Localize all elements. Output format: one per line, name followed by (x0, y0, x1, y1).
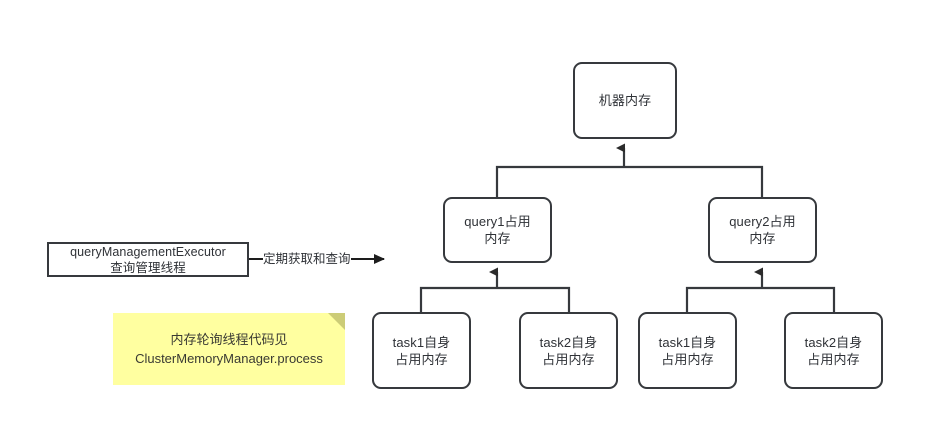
sticky-note-text: 内存轮询线程代码见 ClusterMemoryManager.process (135, 332, 323, 366)
edge-tasks-to-query1 (419, 267, 571, 312)
node-query2-task2[interactable]: task2自身 占用内存 (784, 312, 883, 389)
node-query2-task2-label: task2自身 占用内存 (804, 334, 863, 367)
edge-label-periodic-fetch-query: 定期获取和查询 (263, 252, 351, 266)
edge-tasks-to-query2 (685, 267, 836, 312)
node-query1-memory[interactable]: query1占用 内存 (443, 197, 552, 263)
node-query2-task1-label: task1自身 占用内存 (658, 334, 717, 367)
node-query2-memory-label: query2占用 内存 (729, 214, 796, 246)
node-query-management-executor[interactable]: queryManagementExecutor 查询管理线程 (47, 242, 249, 277)
node-query-management-executor-label: queryManagementExecutor 查询管理线程 (70, 244, 226, 275)
note-fold-corner-icon (328, 313, 345, 330)
node-machine-memory-label: 机器内存 (598, 93, 652, 108)
node-query1-memory-label: query1占用 内存 (464, 214, 531, 246)
node-query1-task2-label: task2自身 占用内存 (539, 334, 598, 367)
node-query2-task1[interactable]: task1自身 占用内存 (638, 312, 737, 389)
sticky-note-memory-poll-thread[interactable]: 内存轮询线程代码见 ClusterMemoryManager.process (113, 313, 345, 385)
node-query2-memory[interactable]: query2占用 内存 (708, 197, 817, 263)
node-query1-task1-label: task1自身 占用内存 (392, 334, 451, 367)
edge-queries-to-machine-memory (495, 143, 764, 197)
node-query1-task2[interactable]: task2自身 占用内存 (519, 312, 618, 389)
node-query1-task1[interactable]: task1自身 占用内存 (372, 312, 471, 389)
node-machine-memory[interactable]: 机器内存 (573, 62, 677, 139)
